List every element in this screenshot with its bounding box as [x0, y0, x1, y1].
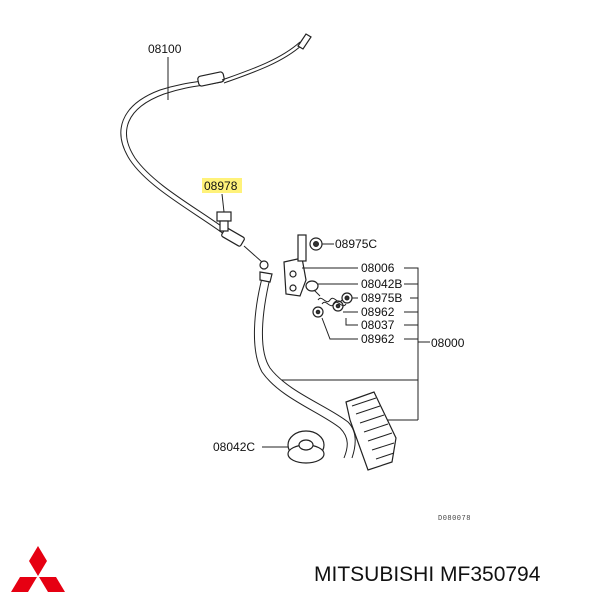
washer-2 — [312, 306, 324, 318]
label-bracket: 08006 — [361, 261, 395, 275]
throttle-cable — [120, 33, 312, 270]
pedal-pad — [345, 391, 397, 471]
bushing-b — [305, 280, 319, 292]
label-bushing-b: 08042B — [361, 277, 402, 291]
clip-part — [216, 211, 232, 232]
label-washer-2: 08962 — [361, 332, 395, 346]
label-pedal-assembly: 08000 — [431, 336, 465, 350]
label-bushing-c: 08042C — [213, 440, 255, 454]
highlight-marker — [202, 178, 242, 193]
nut-c — [309, 237, 323, 251]
label-nut-c: 08975C — [335, 237, 377, 251]
label-spring: 08037 — [361, 318, 395, 332]
mitsubishi-logo — [11, 546, 65, 592]
pedal-arm — [254, 271, 356, 459]
nut-b — [341, 292, 353, 304]
pedal-bracket — [283, 234, 307, 297]
bushing-c — [287, 430, 325, 464]
label-highlighted-part: 08978 — [204, 179, 238, 193]
return-spring — [313, 289, 347, 307]
label-cable: 08100 — [148, 42, 182, 56]
label-nut-b: 08975B — [361, 291, 402, 305]
drawing-code: D080078 — [438, 515, 471, 523]
label-washer-1: 08962 — [361, 305, 395, 319]
brand-part-number: MITSUBISHI MF350794 — [314, 563, 541, 586]
